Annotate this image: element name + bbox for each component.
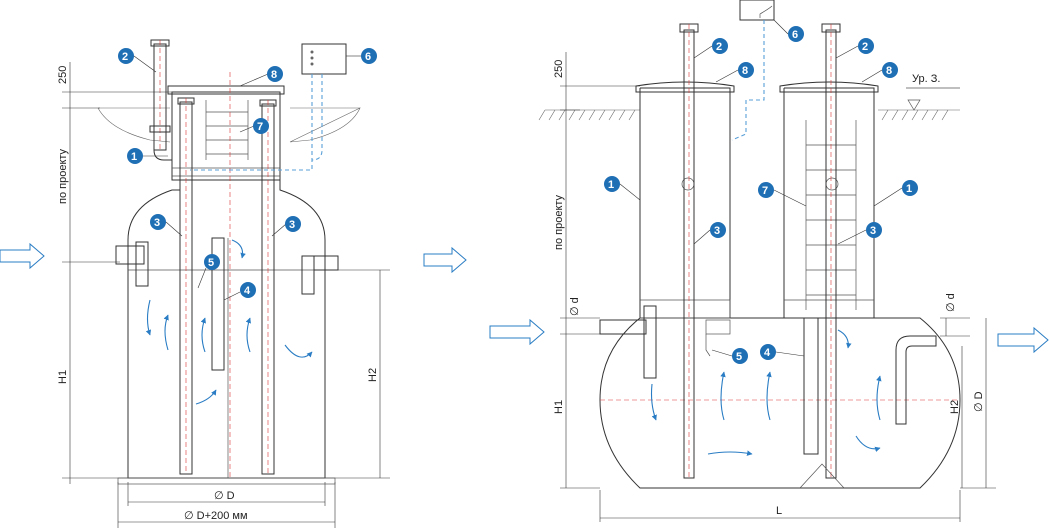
left-inlet-pipe: [115, 241, 339, 295]
svg-text:3: 3: [870, 225, 876, 237]
left-callouts: 2 8 6 7 1 3 3 5 4: [118, 48, 377, 301]
svg-text:7: 7: [762, 185, 768, 197]
left-flow-arrows: [145, 239, 313, 405]
left-inlet-arrow: [0, 242, 45, 270]
left-callout-6: [361, 48, 377, 64]
svg-text:1: 1: [608, 179, 614, 191]
right-callout-2a: [712, 38, 728, 54]
left-drawing: 250 по проекту H1 H2 ∅ D ∅ D+200 мм 2 8 …: [0, 39, 390, 528]
right-callout-4: [760, 344, 776, 360]
left-dimensions: [62, 62, 390, 528]
right-callout-3a: [710, 222, 726, 238]
svg-text:1: 1: [906, 183, 912, 195]
left-callout-3b: [285, 216, 301, 232]
right-dim-d: ∅ d: [569, 297, 581, 316]
left-control-box: [190, 43, 347, 171]
right-column-right: [783, 87, 875, 318]
left-neck: [171, 91, 281, 181]
right-callout-6: [788, 26, 804, 42]
left-dim-h2: H2: [367, 368, 379, 382]
right-tank-body: [599, 317, 961, 489]
svg-text:5: 5: [208, 257, 214, 269]
left-riser-left: [177, 97, 195, 475]
svg-text:3: 3: [714, 225, 720, 237]
svg-text:3: 3: [289, 219, 295, 231]
left-callout-8: [267, 66, 283, 82]
right-callout-2b: [858, 38, 874, 54]
svg-text:8: 8: [271, 69, 277, 81]
right-callout-8b: [882, 62, 898, 78]
right-outlet-pipe: [895, 335, 937, 425]
right-dim-h1: H1: [553, 400, 565, 414]
left-dim-250: 250: [57, 66, 69, 84]
left-dim-diameter-plus: ∅ D+200 мм: [184, 510, 248, 522]
svg-text:4: 4: [764, 347, 771, 359]
svg-text:3: 3: [154, 217, 160, 229]
left-vent-pipe: [149, 39, 172, 161]
middle-flow-arrow: [423, 246, 467, 274]
right-dim-length: L: [776, 505, 782, 517]
left-callout-3a: [150, 214, 166, 230]
right-inlet-arrow: [489, 318, 545, 346]
svg-text:6: 6: [792, 29, 798, 41]
left-callout-2: [118, 48, 134, 64]
right-flow-arrows: [650, 329, 882, 456]
left-dim-diameter: ∅ D: [214, 490, 235, 502]
right-callout-5: [732, 348, 748, 364]
right-baffle: [803, 317, 819, 455]
svg-text:2: 2: [122, 51, 128, 63]
right-callout-8a: [738, 62, 754, 78]
right-dimensions: [560, 52, 996, 522]
svg-text:2: 2: [716, 41, 722, 53]
left-callout-4: [240, 282, 256, 298]
right-pipe-left: [679, 23, 699, 479]
svg-text:5: 5: [736, 351, 742, 363]
right-callouts: 2 6 2 8 8 1 1 3 7: [604, 19, 918, 364]
left-ladder: [205, 100, 249, 160]
svg-text:2: 2: [862, 41, 868, 53]
right-dim-250: 250: [553, 60, 565, 78]
right-dim-d-outlet: ∅ d: [945, 293, 957, 312]
right-dim-diameter: ∅ D: [973, 391, 985, 412]
svg-text:7: 7: [257, 121, 263, 133]
right-callout-1a: [604, 176, 620, 192]
ground-level-mark: [906, 87, 960, 111]
left-callout-5: [204, 254, 220, 270]
right-callout-7: [758, 182, 774, 198]
right-control-box: [731, 0, 775, 141]
svg-text:8: 8: [886, 65, 892, 77]
svg-text:4: 4: [244, 285, 251, 297]
left-dim-project: по проекту: [57, 148, 69, 204]
svg-text:8: 8: [742, 65, 748, 77]
right-drawing: Ур. З.: [489, 0, 1049, 522]
right-callout-1b: [902, 180, 918, 196]
left-baffle: [211, 237, 225, 371]
right-column-left: [639, 87, 731, 318]
svg-text:6: 6: [365, 51, 371, 63]
right-pipe-right: [821, 23, 841, 479]
right-dim-project: по проекту: [553, 194, 565, 250]
svg-text:1: 1: [131, 151, 137, 163]
left-dim-h1: H1: [57, 370, 69, 384]
right-callout-3b: [866, 222, 882, 238]
ground-level-label: Ур. З.: [912, 73, 940, 85]
left-riser-right: [259, 99, 277, 475]
right-dim-h2: H2: [949, 400, 961, 414]
left-ground-mound: [97, 107, 361, 143]
left-callout-7: [253, 118, 269, 134]
right-outlet-arrow: [997, 326, 1049, 354]
right-inlet-pipe: [599, 305, 657, 379]
left-callout-1: [127, 148, 143, 164]
